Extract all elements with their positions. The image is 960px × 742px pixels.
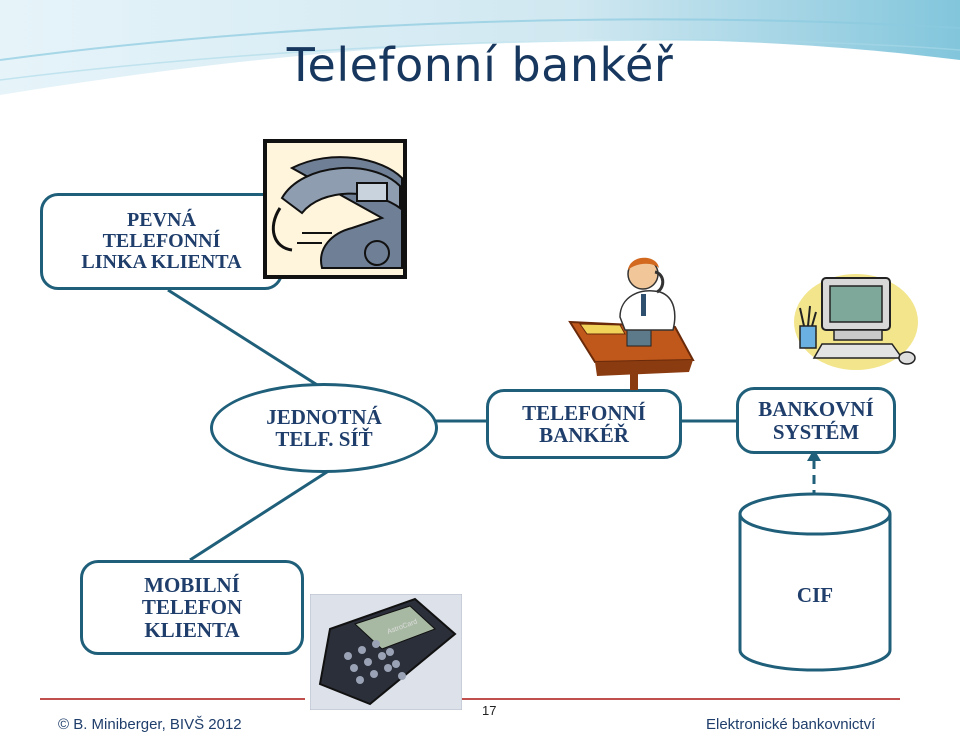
- calculator-image: AstroCard: [310, 594, 462, 710]
- node-bank-system: BANKOVNÍ SYSTÉM: [736, 387, 896, 454]
- node-mobile: MOBILNÍ TELEFON KLIENTA: [80, 560, 304, 655]
- page-title: Telefonní bankéř: [286, 38, 674, 92]
- footer-course: Elektronické bankovnictví: [706, 716, 876, 733]
- computer-clipart: [794, 274, 918, 370]
- connector-mobile-network: [189, 468, 331, 562]
- node-banker: TELEFONNÍ BANKÉŘ: [486, 389, 682, 459]
- telephone-clipart: [263, 139, 407, 279]
- node-cif: CIF: [796, 582, 834, 607]
- node-network: JEDNOTNÁ TELF. SÍŤ: [210, 383, 438, 473]
- connector-fixed-network: [167, 288, 323, 390]
- database-cylinder: [738, 492, 892, 672]
- page-number: 17: [482, 703, 497, 718]
- node-fixed-line: PEVNÁ TELEFONNÍ LINKA KLIENTA: [40, 193, 283, 290]
- banker-clipart: [568, 257, 695, 390]
- arrow-up-icon: [807, 449, 821, 461]
- footer-copyright: © B. Miniberger, BIVŠ 2012: [58, 716, 242, 733]
